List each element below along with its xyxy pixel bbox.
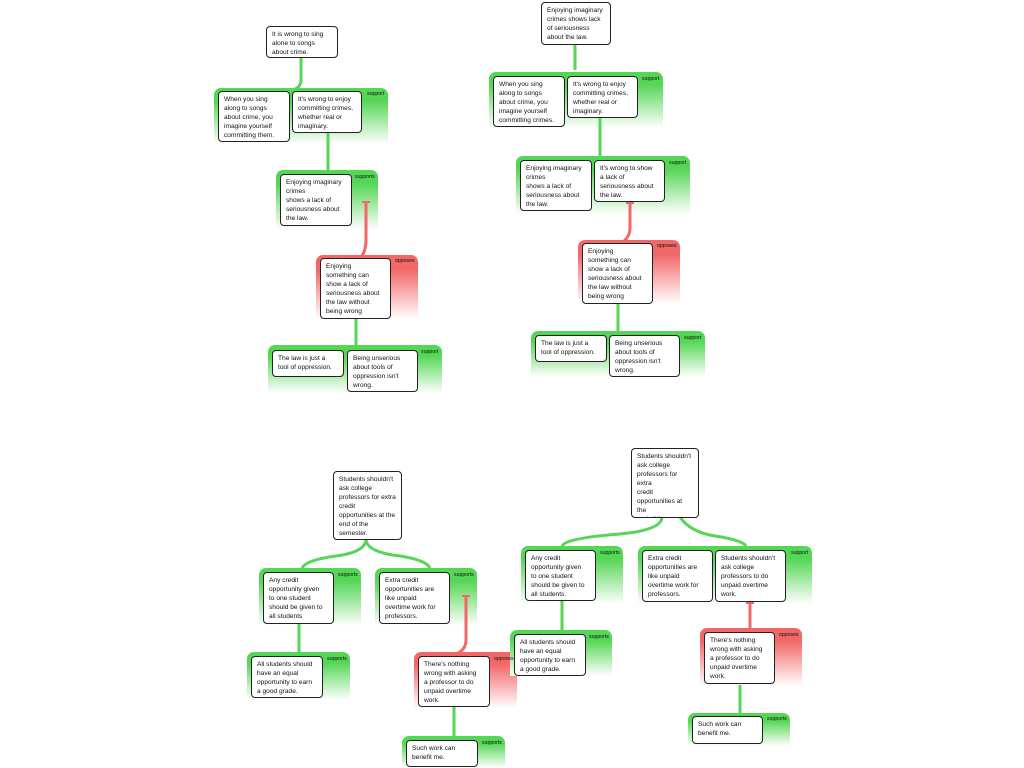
premise-card[interactable]: Enjoying imaginary crimes shows a lack o…: [280, 174, 352, 226]
support-connector: [300, 538, 368, 569]
premise-card[interactable]: Enjoying imaginary crimes shows a lack o…: [520, 160, 592, 211]
premise-card[interactable]: Being unserious about tools of oppressio…: [609, 335, 680, 377]
group-tag: supports: [589, 634, 609, 640]
oppose-connector: [358, 202, 368, 260]
group-tag: support: [669, 160, 687, 166]
group-tag: opposes: [494, 656, 514, 662]
group-tag: support: [684, 335, 702, 341]
group-tag: supports: [338, 572, 358, 578]
premise-card[interactable]: Any credit opportunity given to one stud…: [525, 550, 596, 601]
group-tag: support: [791, 550, 809, 556]
group-tag: supports: [355, 174, 375, 180]
premise-card[interactable]: Extra credit opportunities are like unpa…: [379, 572, 450, 624]
premise-card[interactable]: All students should have an equal opport…: [514, 634, 586, 676]
group-tag: supports: [327, 656, 347, 662]
group-tag: support: [367, 91, 385, 97]
premise-card[interactable]: Enjoying something can show a lack of se…: [582, 243, 653, 304]
group-tag: support: [642, 76, 660, 82]
oppose-connector: [619, 203, 632, 246]
premise-card[interactable]: There's nothing wrong with asking a prof…: [418, 656, 490, 707]
group-tag: supports: [454, 572, 474, 578]
group-tag: supports: [767, 716, 787, 722]
premise-card[interactable]: When you sing along to songs about crime…: [218, 91, 290, 142]
claim-card[interactable]: It is wrong to sing alone to songs about…: [266, 26, 338, 58]
claim-card[interactable]: Enjoying imaginary crimes shows lack of …: [541, 2, 611, 45]
premise-card[interactable]: Such work can benefit me.: [692, 716, 763, 744]
premise-card[interactable]: When you sing along to songs about crime…: [493, 76, 565, 127]
group-tag: opposes: [395, 258, 415, 264]
premise-card[interactable]: Extra credit opportunities are like unpa…: [642, 550, 713, 602]
premise-card[interactable]: It's wrong to enjoy committing crimes, w…: [292, 91, 362, 133]
group-tag: supports: [482, 740, 502, 746]
claim-card[interactable]: Students shouldn't ask college professor…: [631, 448, 699, 518]
premise-card[interactable]: It's wrong to enjoy committing crimes, w…: [567, 76, 638, 118]
group-tag: support: [421, 349, 439, 355]
support-connector: [560, 516, 664, 548]
support-connector: [364, 538, 432, 569]
premise-card[interactable]: Enjoying something can show a lack of se…: [320, 258, 391, 319]
premise-card[interactable]: All students should have an equal opport…: [251, 656, 323, 698]
premise-card[interactable]: There's nothing wrong with asking a prof…: [704, 632, 775, 684]
support-connector: [291, 57, 303, 92]
premise-card[interactable]: Being unserious about tools of oppressio…: [347, 350, 418, 392]
premise-card[interactable]: Such work can benefit me.: [406, 740, 478, 767]
premise-card[interactable]: The law is just a tool of oppression.: [535, 335, 607, 362]
group-tag: supports: [600, 550, 620, 556]
support-connector: [678, 516, 748, 548]
claim-card[interactable]: Students shouldn't ask college professor…: [333, 471, 402, 540]
group-tag: opposes: [657, 243, 677, 249]
premise-card[interactable]: It's wrong to show a lack of seriousness…: [594, 160, 665, 202]
premise-card[interactable]: Students shouldn't ask college professor…: [715, 550, 786, 602]
oppose-connector: [455, 596, 468, 656]
group-tag: opposes: [779, 632, 799, 638]
premise-card[interactable]: Any credit opportunity given to one stud…: [263, 572, 334, 624]
premise-card[interactable]: The law is just a tool of oppression.: [272, 350, 344, 377]
